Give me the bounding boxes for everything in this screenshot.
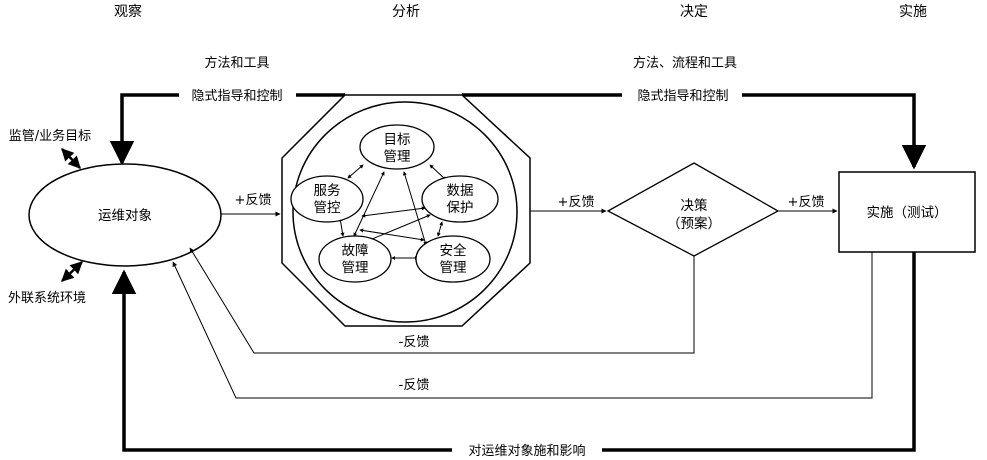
service-ctrl-label-2: 管控 <box>314 200 341 216</box>
goal-mgmt-node <box>359 124 435 170</box>
ops-object-label: 运维对象 <box>98 208 152 224</box>
supervision-arrow <box>61 148 81 169</box>
goal-mgmt-label-1: 目标 <box>384 132 411 148</box>
implementation-box <box>838 171 976 253</box>
guidance-line-left <box>109 93 179 166</box>
influence-label: 对运维对象施和影响 <box>468 443 585 459</box>
security-mgmt-node <box>415 235 491 283</box>
phase-decide: 决定 <box>680 4 708 20</box>
influence-line-left <box>111 269 452 452</box>
phase-analyze: 分析 <box>392 4 420 20</box>
data-protect-node <box>421 175 499 223</box>
neg-feedback-line-1 <box>189 247 695 354</box>
feedback-neg-1: -反馈 <box>399 335 430 350</box>
security-mgmt-label-1: 安全 <box>440 242 467 259</box>
feedback-pos-1: +反馈 <box>235 193 272 208</box>
implementation-label: 实施（测试） <box>867 205 948 221</box>
decision-label-2: （预案） <box>667 215 721 232</box>
feedback-pos-2: +反馈 <box>558 195 595 210</box>
feedback-neg-2: -反馈 <box>399 378 430 393</box>
guidance-label-right: 隐式指导和控制 <box>637 89 728 104</box>
data-protect-label-1: 数据 <box>447 183 474 199</box>
decision-label-1: 决策 <box>681 197 709 214</box>
fault-mgmt-node <box>318 235 392 283</box>
data-protect-label-2: 保护 <box>447 200 474 216</box>
guidance-line-right-end <box>742 93 927 170</box>
goal-mgmt-label-2: 管理 <box>384 149 411 165</box>
neg-feedback-line-2 <box>172 252 873 399</box>
ops-object-ellipse <box>28 163 222 267</box>
analysis-circle <box>292 101 518 323</box>
input-supervision: 监管/业务目标 <box>9 128 91 144</box>
phase-observe: 观察 <box>114 3 142 20</box>
guidance-label-left: 隐式指导和控制 <box>191 89 282 104</box>
fault-mgmt-label-2: 管理 <box>342 260 369 276</box>
external-env-arrow <box>61 261 83 282</box>
phase-implement: 实施 <box>899 4 927 20</box>
subtitle-decide-tools: 方法、流程和工具 <box>633 55 737 71</box>
service-ctrl-node <box>290 175 364 223</box>
subtitle-analyze-tools: 方法和工具 <box>204 55 269 71</box>
feedback-pos-3: +反馈 <box>788 195 825 210</box>
service-ctrl-label-1: 服务 <box>314 183 341 199</box>
fault-mgmt-label-1: 故障 <box>342 243 369 259</box>
security-mgmt-label-2: 管理 <box>440 260 467 276</box>
analysis-connectors <box>338 164 447 260</box>
influence-line-right <box>602 252 916 452</box>
input-external-env: 外联系统环境 <box>8 291 86 306</box>
